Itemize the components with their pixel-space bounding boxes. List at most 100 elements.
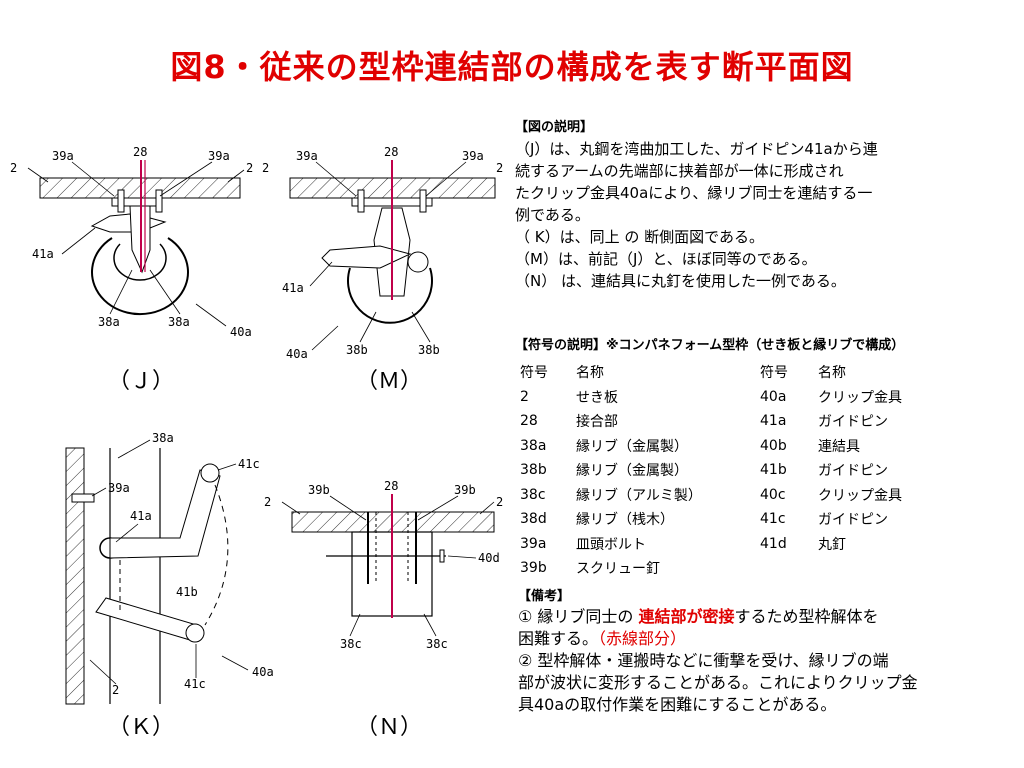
remark-2-line: 部が波状に変形することがある。これによりクリップ金 <box>518 673 918 692</box>
label-41b: 41b <box>176 585 198 599</box>
label-40a: 40a <box>252 665 274 679</box>
table-cell: ガイドピン <box>818 414 888 431</box>
label-38a: 38a <box>98 315 120 329</box>
table-cell: 縁リブ（金属製） <box>576 463 688 480</box>
remark-text: ① 縁リブ同士の <box>518 607 639 626</box>
table-cell: 38a <box>520 437 547 454</box>
description-line: たクリップ金具40aにより、縁リブ同士を連結する一 <box>515 184 873 202</box>
remark-highlight: 連結部が密接 <box>638 607 735 626</box>
label-41a: 41a <box>282 281 304 295</box>
label-28: 28 <box>133 145 147 159</box>
label-39a: 39a <box>296 149 318 163</box>
table-cell: 接合部 <box>576 414 618 431</box>
header-cell: 名称 <box>818 365 846 382</box>
label-39a: 39a <box>462 149 484 163</box>
remark-2-line: ② 型枠解体・運搬時などに衝撃を受け、縁リブの端 <box>518 651 889 670</box>
table-cell: 28 <box>520 413 538 430</box>
table-cell: 連結具 <box>818 438 860 455</box>
label-38b: 38b <box>346 343 368 357</box>
table-cell: 41b <box>760 462 787 479</box>
table-cell: 39b <box>520 560 547 577</box>
description-line: （M）は、前記（J）と、ほぼ同等のである。 <box>515 250 817 268</box>
description-line: 例である。 <box>515 206 590 224</box>
label-38a: 38a <box>152 431 174 445</box>
symbols-table: 符号 名称 符号 名称 2 せき板 40a クリップ金具 28 接合部 41a … <box>520 360 938 581</box>
description-heading: 【図の説明】 <box>515 120 594 135</box>
table-cell: 38d <box>520 511 547 528</box>
label-40d: 40d <box>478 551 500 565</box>
label-2: 2 <box>10 161 17 175</box>
label-41c: 41c <box>184 677 206 691</box>
remark-text: 困難する。 <box>518 629 599 648</box>
label-2: 2 <box>496 495 503 509</box>
label-38a: 38a <box>168 315 190 329</box>
table-cell: 41d <box>760 535 787 552</box>
table-cell: 39a <box>520 535 547 552</box>
table-cell: 丸釘 <box>818 536 846 553</box>
table-header-row: 符号 名称 符号 名称 <box>520 360 938 385</box>
remarks-section: 【備考】 ① 縁リブ同士の 連結部が密接するため型枠解体を 困難する。（赤線部分… <box>518 588 978 716</box>
remark-2-line: 具40aの取付作業を困難にすることがある。 <box>518 695 837 714</box>
table-cell <box>760 556 818 581</box>
symbols-heading: 【符号の説明】※コンパネフォーム型枠（せき板と縁リブで構成） <box>515 338 905 353</box>
figure-n: 2 39b 28 39b 2 40d 38c 38c （Ｎ） <box>264 479 503 740</box>
label-2: 2 <box>246 161 253 175</box>
caption-m: （Ｍ） <box>356 369 422 394</box>
table-cell: 縁リブ（アルミ製） <box>576 487 702 504</box>
remark-1-line: 困難する。（赤線部分） <box>518 628 978 650</box>
table-row: 39b スクリュー釘 <box>520 556 938 581</box>
label-2: 2 <box>112 683 119 697</box>
caption-n: （Ｎ） <box>356 715 422 740</box>
label-41a: 41a <box>32 247 54 261</box>
label-39a: 39a <box>108 481 130 495</box>
remark-1-line: ① 縁リブ同士の 連結部が密接するため型枠解体を <box>518 606 978 628</box>
description-line: （J）は、丸鋼を湾曲加工した、ガイドピン41aから連 <box>515 140 878 158</box>
table-cell: 38c <box>520 486 546 503</box>
description-line: （ K）は、同上 の 断側面図である。 <box>515 228 764 246</box>
label-39a: 39a <box>208 149 230 163</box>
label-40a: 40a <box>286 347 308 361</box>
table-row: 38a 縁リブ（金属製） 40b 連結具 <box>520 434 938 459</box>
table-cell <box>818 556 938 581</box>
remarks-heading: 【備考】 <box>518 589 571 604</box>
drawings-area: 2 39a 28 39a 2 41a 38a 38a 40a （Ｊ） 2 39a… <box>10 145 503 740</box>
figure-k: 38a 41c 39a 41a 41b 40a 41c 2 （Ｋ） <box>65 431 274 740</box>
figure-m: 2 39a 28 39a 2 41a 40a 38b 38b （Ｍ） <box>262 145 503 394</box>
label-39b: 39b <box>308 483 330 497</box>
label-28: 28 <box>384 479 398 493</box>
description-body: （J）は、丸鋼を湾曲加工した、ガイドピン41aから連 続するアームの先端部に挟着… <box>515 138 945 292</box>
table-cell: スクリュー釘 <box>576 561 660 578</box>
header-cell: 符号 <box>520 365 548 382</box>
label-2: 2 <box>264 495 271 509</box>
table-cell: 2 <box>520 388 529 405</box>
description-line: 続するアームの先端部に挟着部が一体に形成され <box>515 162 844 180</box>
table-row: 38b 縁リブ（金属製） 41b ガイドピン <box>520 458 938 483</box>
label-38c: 38c <box>426 637 448 651</box>
table-cell: 41c <box>760 511 786 528</box>
label-41c: 41c <box>238 457 260 471</box>
label-40a: 40a <box>230 325 252 339</box>
remark-highlight: （赤線部分） <box>598 629 687 648</box>
description-section: 【図の説明】 （J）は、丸鋼を湾曲加工した、ガイドピン41aから連 続するアーム… <box>515 118 1020 292</box>
page-title: 図8・従来の型枠連結部の構成を表す断平面図 <box>170 48 854 86</box>
table-cell: 縁リブ（桟木） <box>576 512 674 529</box>
table-cell: ガイドピン <box>818 512 888 529</box>
table-cell: 40a <box>760 388 787 405</box>
label-28: 28 <box>384 145 398 159</box>
label-2: 2 <box>496 161 503 175</box>
label-39b: 39b <box>454 483 476 497</box>
table-row: 2 せき板 40a クリップ金具 <box>520 385 938 410</box>
label-38c: 38c <box>340 637 362 651</box>
table-cell: クリップ金具 <box>818 389 902 406</box>
table-row: 38c 縁リブ（アルミ製） 40c クリップ金具 <box>520 483 938 508</box>
table-cell: ガイドピン <box>818 463 888 480</box>
table-cell: せき板 <box>576 389 618 406</box>
label-38b: 38b <box>418 343 440 357</box>
table-cell: 40b <box>760 437 787 454</box>
table-cell: 41a <box>760 413 787 430</box>
label-41a: 41a <box>130 509 152 523</box>
label-39a: 39a <box>52 149 74 163</box>
caption-k: （Ｋ） <box>108 715 174 740</box>
label-2: 2 <box>262 161 269 175</box>
table-cell: 40c <box>760 486 786 503</box>
